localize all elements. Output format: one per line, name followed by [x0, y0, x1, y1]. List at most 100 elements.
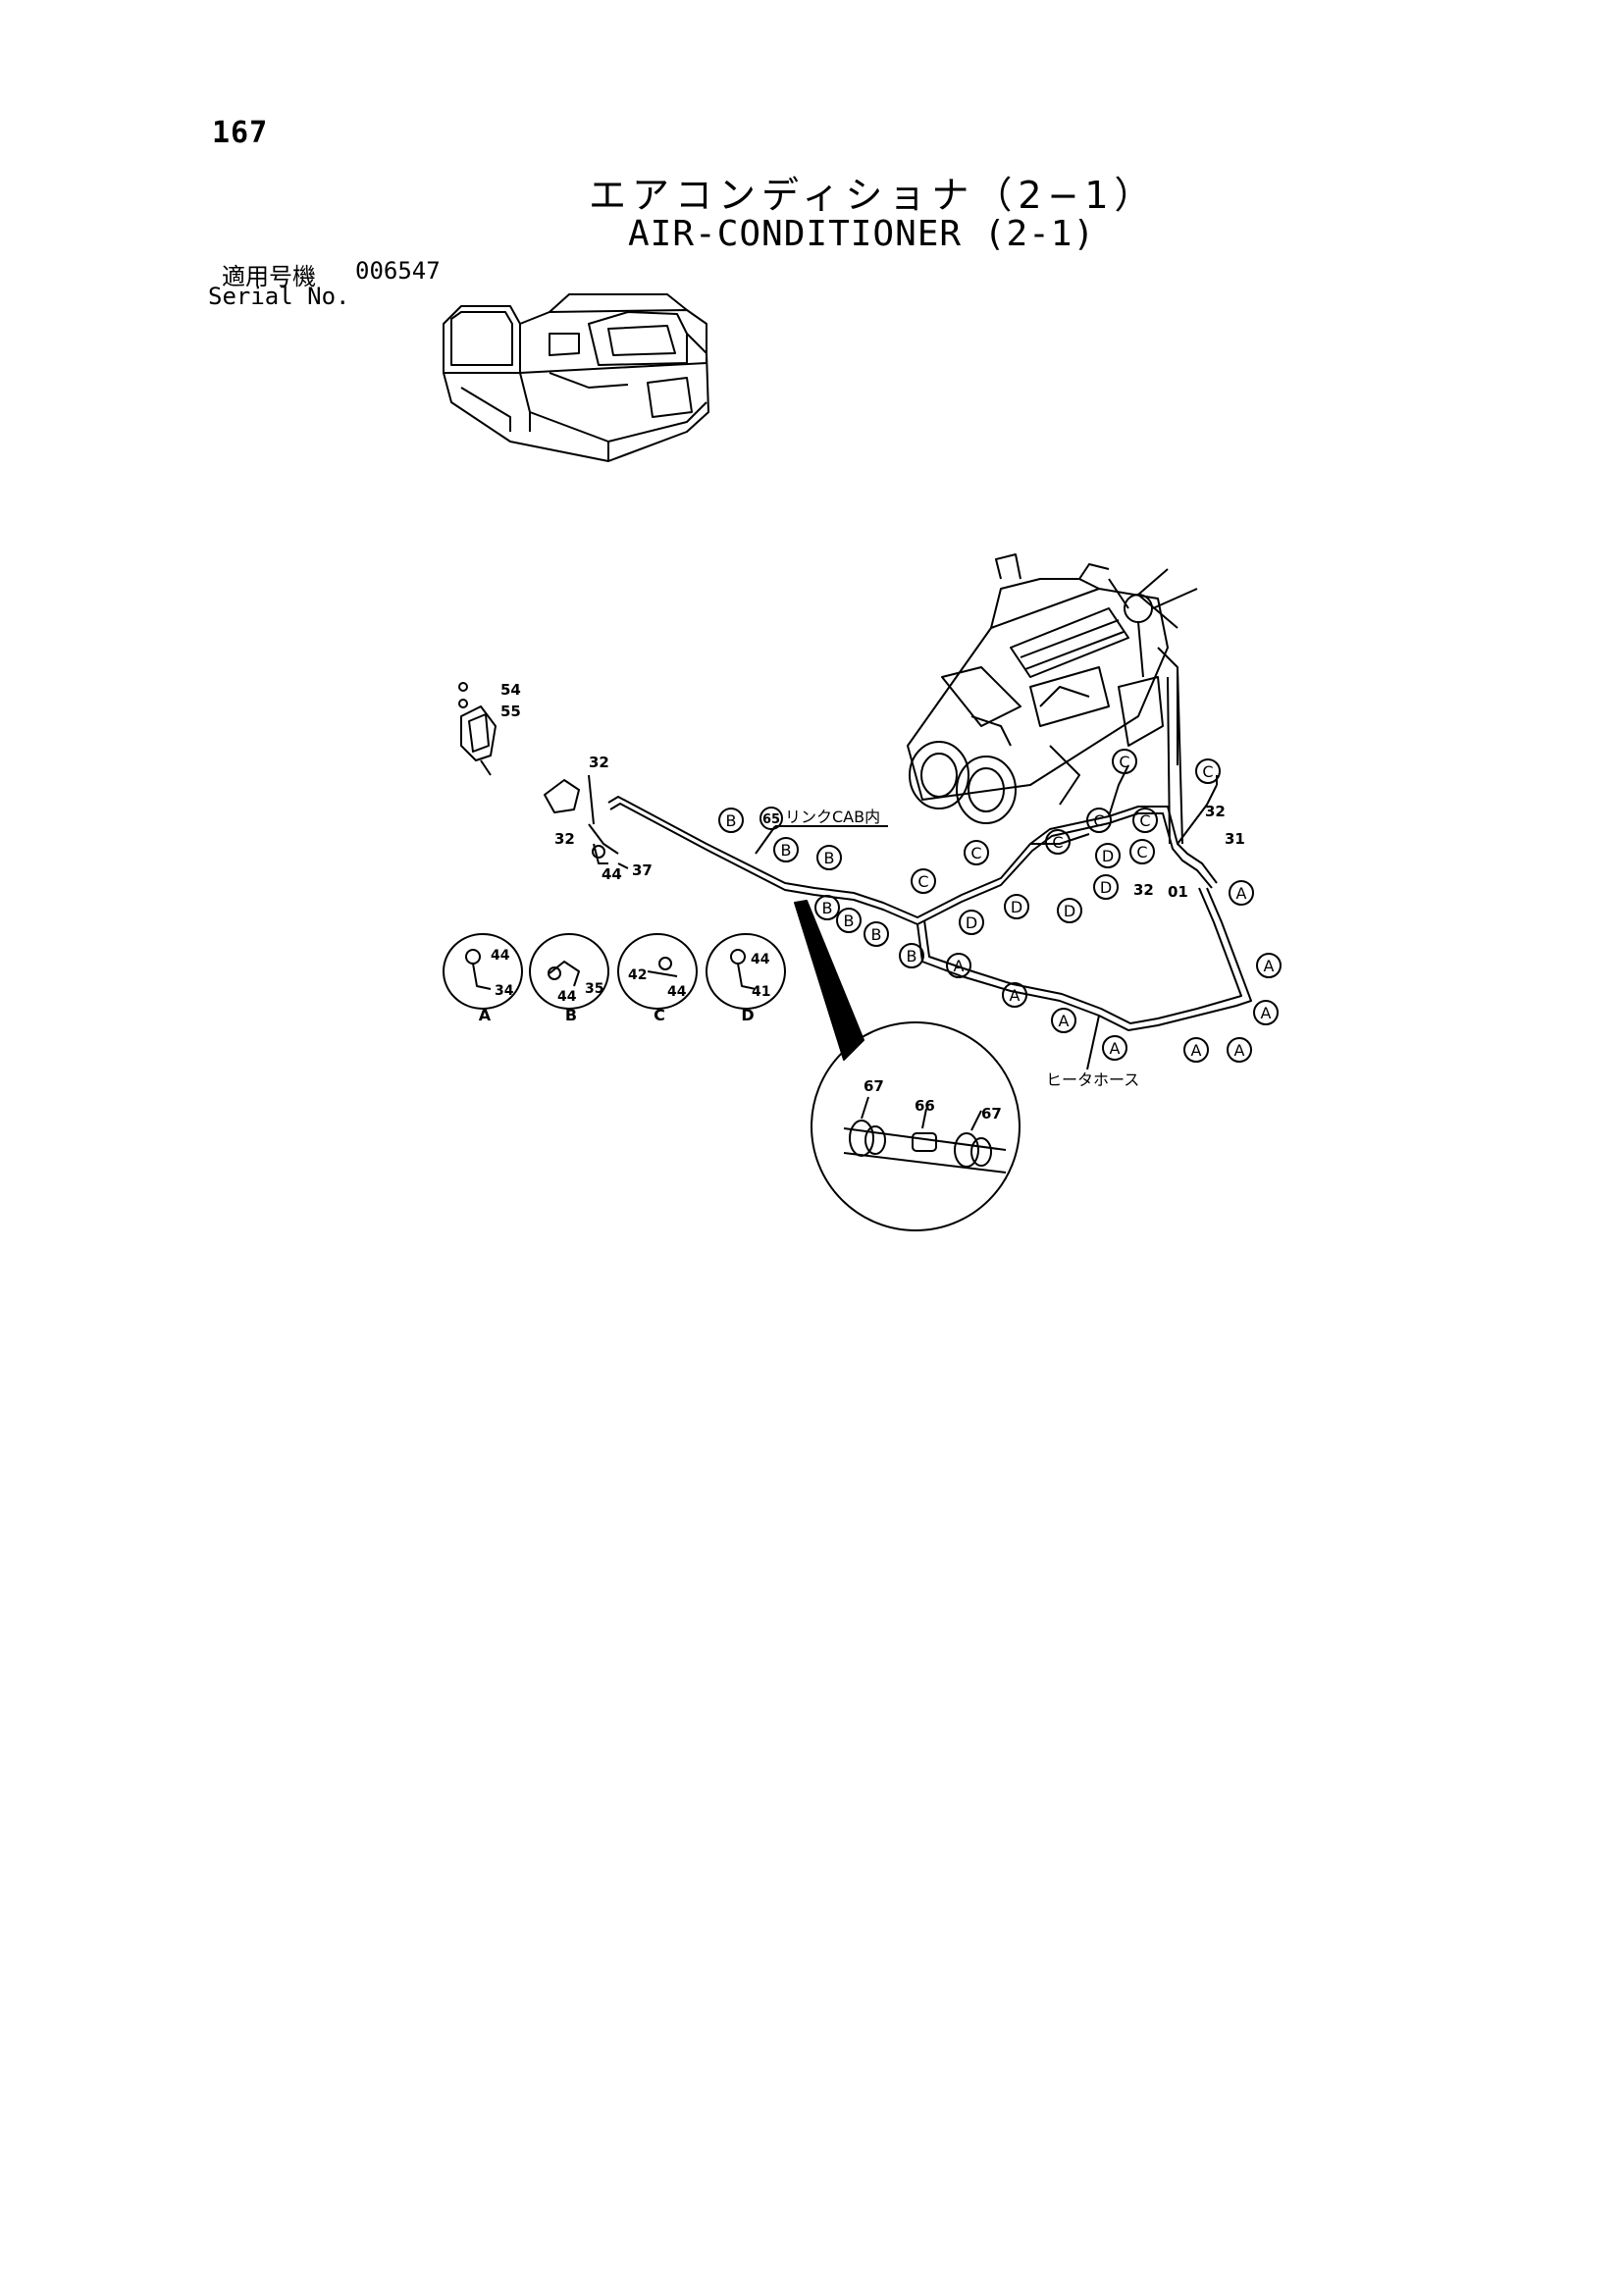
ref-a-3: A — [1051, 1008, 1076, 1033]
cab-note: 65 リンクCAB内 — [759, 807, 880, 830]
detail-circle-d — [706, 933, 786, 1010]
heater-hose-lower-inner — [923, 887, 1242, 1024]
part-66: 66 — [915, 1097, 935, 1115]
part-67-b: 67 — [981, 1105, 1002, 1122]
ref-b-2: B — [773, 837, 799, 862]
detail-a-part-2: 34 — [495, 983, 514, 999]
detail-circle-b — [529, 933, 609, 1010]
serial-label-japanese: 適用号機 — [222, 263, 316, 290]
detail-b-part-2: 35 — [585, 981, 603, 997]
ref-d-5: D — [959, 910, 984, 935]
svg-text:リンクCAB内: リンクCAB内 — [785, 808, 880, 826]
serial-label-english: Serial No. — [208, 283, 350, 310]
part-32-a: 32 — [589, 754, 609, 771]
svg-text:A: A — [1010, 986, 1021, 1005]
ref-c-3: C — [1045, 829, 1071, 855]
ref-a-7: A — [1253, 1000, 1279, 1025]
detail-c-part-2: 44 — [667, 984, 687, 1000]
detail-d-letter: D — [741, 1006, 754, 1024]
ref-a-9: A — [1229, 880, 1254, 906]
part-44: 44 — [602, 865, 622, 883]
part-32-c: 32 — [1205, 803, 1226, 820]
svg-text:B: B — [726, 811, 737, 830]
detail-a-letter: A — [479, 1006, 492, 1024]
ref-a-4: A — [1102, 1035, 1127, 1061]
heater-hose-upper — [607, 796, 1218, 918]
ref-b-7: B — [899, 943, 924, 968]
svg-text:A: A — [1059, 1012, 1070, 1030]
valve-bracket — [458, 682, 497, 776]
ref-c-8: C — [1195, 758, 1221, 784]
part-67-a: 67 — [864, 1077, 884, 1095]
part-32-d: 32 — [1133, 881, 1154, 899]
ref-d-3: D — [1004, 894, 1029, 919]
svg-text:B: B — [907, 947, 917, 965]
ref-b-6: B — [864, 921, 889, 947]
svg-text:A: A — [954, 957, 965, 975]
ref-c-5: C — [1112, 749, 1137, 774]
ref-b-4: B — [814, 895, 840, 920]
ref-c-7: C — [1129, 839, 1155, 864]
svg-text:A: A — [1236, 884, 1247, 903]
detail-circle-c — [617, 933, 698, 1010]
title-japanese: エアコンディショナ（2−1） — [589, 174, 1158, 217]
svg-text:C: C — [917, 872, 928, 891]
part-01: 01 — [1168, 883, 1188, 901]
detail-c-letter: C — [654, 1006, 665, 1024]
page-number: 167 — [212, 116, 269, 150]
svg-text:B: B — [871, 925, 882, 944]
svg-text:D: D — [1102, 847, 1114, 865]
svg-text:A: A — [1234, 1041, 1245, 1060]
svg-text:B: B — [844, 912, 855, 930]
excavator-thumbnail — [443, 293, 709, 462]
magnifier-circle — [811, 1021, 1021, 1231]
part-55: 55 — [500, 703, 521, 720]
svg-text:C: C — [1119, 753, 1129, 771]
ref-a-1: A — [946, 953, 971, 978]
svg-text:C: C — [1136, 843, 1147, 861]
ref-b-1: B — [718, 808, 744, 833]
ref-a-8: A — [1256, 953, 1282, 978]
ref-c-2: C — [964, 840, 989, 865]
svg-text:D: D — [1011, 898, 1022, 916]
svg-text:65: 65 — [762, 812, 780, 827]
svg-text:C: C — [1093, 811, 1104, 830]
svg-text:A: A — [1264, 957, 1275, 975]
hose-bracket-left — [544, 774, 629, 869]
ref-a-2: A — [1002, 982, 1027, 1008]
hose-joint-detail — [843, 1096, 1007, 1174]
svg-text:C: C — [1139, 811, 1150, 830]
svg-text:B: B — [822, 899, 833, 917]
svg-text:B: B — [781, 841, 792, 860]
ref-b-5: B — [836, 908, 862, 933]
svg-text:C: C — [1202, 762, 1213, 781]
part-31: 31 — [1225, 830, 1245, 848]
ref-a-6: A — [1227, 1037, 1252, 1063]
detail-c-part-1: 42 — [628, 967, 647, 983]
svg-text:A: A — [1110, 1039, 1121, 1058]
part-37: 37 — [632, 861, 653, 879]
heater-hose-upper-inner — [609, 803, 1213, 925]
detail-circle-a — [443, 933, 523, 1010]
detail-a-part-1: 44 — [491, 948, 510, 964]
part-32-b: 32 — [554, 830, 575, 848]
ref-d-1: D — [1095, 843, 1121, 868]
svg-text:D: D — [1064, 902, 1075, 920]
ref-d-2: D — [1093, 874, 1119, 900]
magnifier-pointer — [794, 900, 864, 1061]
svg-text:B: B — [824, 849, 835, 867]
title-english: AIR-CONDITIONER (2-1) — [628, 214, 1096, 254]
heater-hose-label: ヒータホース — [1046, 1070, 1139, 1089]
detail-d-part-1: 44 — [751, 952, 770, 967]
detail-d-part-2: 41 — [752, 984, 770, 1000]
svg-text:D: D — [1100, 878, 1112, 897]
svg-text:A: A — [1191, 1041, 1202, 1060]
svg-text:D: D — [966, 913, 977, 932]
svg-text:C: C — [970, 844, 981, 862]
ref-c-4: C — [1086, 808, 1112, 833]
svg-text:A: A — [1261, 1004, 1272, 1022]
part-54: 54 — [500, 681, 521, 699]
ref-a-5: A — [1183, 1037, 1209, 1063]
detail-b-letter: B — [565, 1006, 577, 1024]
